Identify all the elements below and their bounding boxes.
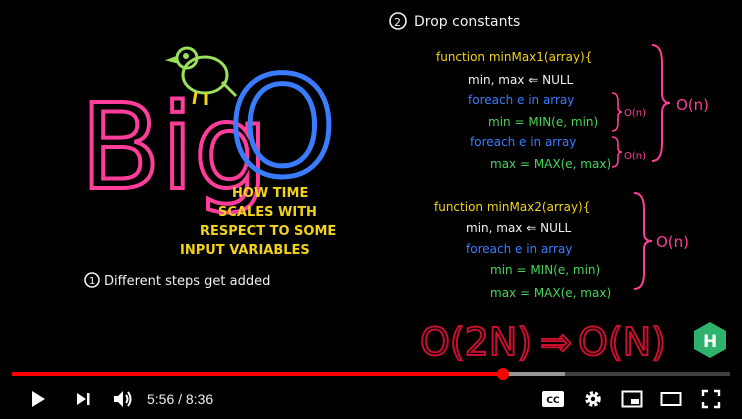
captions-button[interactable]: CC — [537, 383, 569, 415]
conclusion-left: O(2N) — [420, 320, 532, 364]
rule-2: 2 Drop constants — [389, 12, 520, 30]
play-button[interactable] — [22, 383, 54, 415]
subtitle-line: HOW TIME — [232, 186, 308, 201]
time-total: 8:36 — [185, 391, 214, 407]
logo-big-text: Big — [80, 78, 269, 216]
subtitle-line: RESPECT TO SOME — [200, 224, 336, 239]
miniplayer-icon — [621, 390, 643, 408]
watermark-letter: H — [703, 332, 717, 352]
fn2-big-o: O(n) — [656, 233, 689, 251]
fn2-body1: min = MIN(e, min) — [490, 263, 600, 277]
bird-icon — [164, 46, 238, 105]
fn1-init: min, max ⇐ NULL — [468, 73, 574, 87]
time-display: 5:56 / 8:36 — [147, 391, 213, 407]
channel-watermark-icon[interactable]: H — [694, 322, 726, 358]
conclusion-arrow: ⇒ — [540, 320, 572, 364]
fn1-loop1: foreach e in array — [468, 93, 574, 107]
logo-o-text: O — [228, 47, 337, 208]
logo-subtitle: HOW TIME SCALES WITH RESPECT TO SOME INP… — [180, 186, 336, 258]
fn1-body2: max = MAX(e, max) — [490, 157, 611, 171]
fn1-signature: function minMax1(array){ — [436, 50, 592, 64]
subtitle-line: SCALES WITH — [218, 205, 317, 220]
next-button[interactable] — [67, 383, 99, 415]
code-block-2: function minMax2(array){ min, max ⇐ NULL… — [434, 192, 689, 300]
play-icon — [32, 391, 45, 407]
volume-button[interactable] — [106, 383, 138, 415]
fn1-body1: min = MIN(e, min) — [488, 115, 598, 129]
theater-button[interactable] — [655, 383, 687, 415]
volume-icon — [114, 391, 132, 407]
fullscreen-icon — [701, 389, 721, 409]
fullscreen-button[interactable] — [695, 383, 727, 415]
fn1-loop2: foreach e in array — [470, 135, 576, 149]
fn2-init: min, max ⇐ NULL — [466, 221, 572, 235]
subtitle-line: INPUT VARIABLES — [180, 243, 310, 258]
captions-label: CC — [546, 396, 560, 406]
settings-button[interactable] — [577, 383, 609, 415]
rule-1-text: Different steps get added — [104, 274, 270, 289]
time-separator: / — [174, 391, 186, 407]
fn1-inner-big-o: O(n) — [624, 151, 646, 162]
progress-played — [12, 372, 504, 376]
rule-2-number: 2 — [394, 16, 401, 29]
rule-1: 1 Different steps get added — [84, 272, 270, 289]
conclusion-right: O(N) — [578, 320, 666, 364]
fn1-inner-big-o: O(n) — [624, 108, 646, 119]
time-current: 5:56 — [147, 391, 175, 407]
player-controls: 5:56 / 8:36 CC — [0, 379, 742, 419]
fn2-body2: max = MAX(e, max) — [490, 286, 611, 300]
conclusion: O(2N) ⇒ O(N) — [419, 319, 667, 365]
next-icon — [77, 393, 90, 405]
theater-icon — [660, 392, 682, 406]
fn2-loop: foreach e in array — [466, 242, 572, 256]
progress-handle[interactable] — [497, 368, 510, 380]
big-o-logo: Big O — [78, 45, 339, 219]
code-block-1: function minMax1(array){ min, max ⇐ NULL… — [436, 44, 709, 171]
fn2-signature: function minMax2(array){ — [434, 200, 590, 214]
rule-1-number: 1 — [89, 276, 95, 287]
fn1-outer-big-o: O(n) — [676, 96, 709, 114]
progress-bar[interactable] — [12, 368, 730, 380]
miniplayer-button[interactable] — [616, 383, 648, 415]
cc-icon: CC — [542, 391, 564, 407]
rule-2-text: Drop constants — [414, 14, 520, 30]
gear-icon — [585, 391, 601, 407]
